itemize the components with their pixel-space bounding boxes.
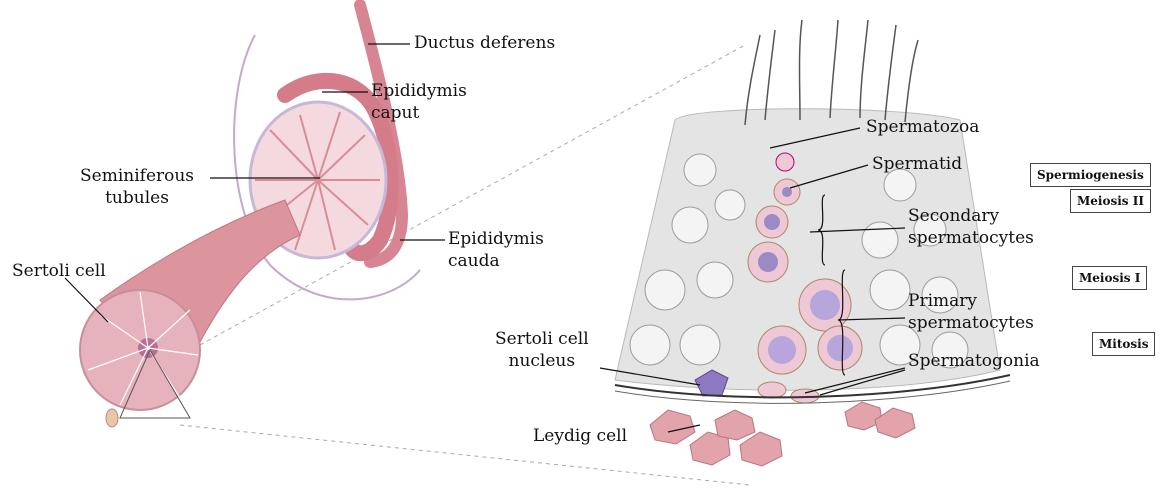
tubule-cut-end bbox=[106, 409, 118, 427]
label-secondary-line1: Secondary bbox=[908, 205, 1034, 227]
stage-mitosis: Mitosis bbox=[1092, 332, 1155, 356]
label-epididymis-caput-line2: caput bbox=[371, 102, 467, 124]
label-spermatid: Spermatid bbox=[872, 153, 962, 175]
label-primary-line1: Primary bbox=[908, 290, 1034, 312]
label-secondary-line2: spermatocytes bbox=[908, 227, 1034, 249]
label-epididymis-caput-line1: Epididymis bbox=[371, 80, 467, 102]
label-spermatozoa: Spermatozoa bbox=[866, 116, 979, 138]
label-sertoli-nucleus-line1: Sertoli cell bbox=[495, 328, 589, 350]
label-spermatogonia: Spermatogonia bbox=[908, 350, 1040, 372]
label-epididymis-caput: Epididymis caput bbox=[371, 80, 467, 124]
label-primary-line2: spermatocytes bbox=[908, 312, 1034, 334]
stage-meiosis-i: Meiosis I bbox=[1072, 266, 1147, 290]
label-seminiferous-line1: Seminiferous bbox=[80, 165, 194, 187]
stage-spermiogenesis: Spermiogenesis bbox=[1030, 163, 1151, 187]
label-epididymis-cauda-line1: Epididymis bbox=[448, 228, 544, 250]
label-seminiferous-tubules: Seminiferous tubules bbox=[80, 165, 194, 209]
label-sertoli-cell-nucleus: Sertoli cell nucleus bbox=[495, 328, 589, 372]
label-sertoli-cell: Sertoli cell bbox=[12, 260, 106, 282]
label-ductus-deferens: Ductus deferens bbox=[414, 32, 555, 54]
label-seminiferous-line2: tubules bbox=[80, 187, 194, 209]
label-secondary-spermatocytes: Secondary spermatocytes bbox=[908, 205, 1034, 249]
label-epididymis-cauda-line2: cauda bbox=[448, 250, 544, 272]
stage-meiosis-ii: Meiosis II bbox=[1070, 189, 1151, 213]
label-sertoli-nucleus-line2: nucleus bbox=[495, 350, 589, 372]
label-leydig-cell: Leydig cell bbox=[533, 425, 627, 447]
label-epididymis-cauda: Epididymis cauda bbox=[448, 228, 544, 272]
leydig-cells bbox=[650, 402, 915, 466]
label-primary-spermatocytes: Primary spermatocytes bbox=[908, 290, 1034, 334]
